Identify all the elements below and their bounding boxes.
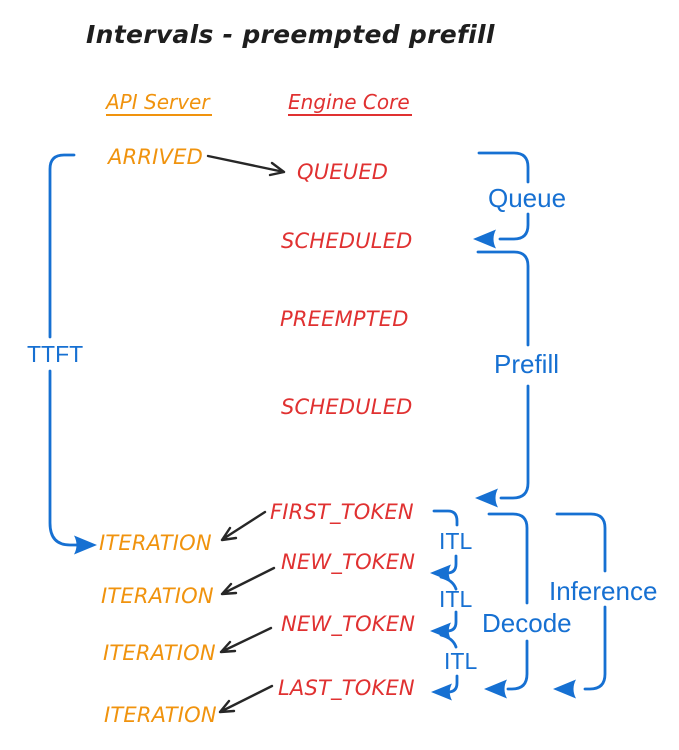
event-new-token-2: NEW_TOKEN xyxy=(281,612,416,636)
event-queued: QUEUED xyxy=(297,160,389,184)
inference-arrowhead xyxy=(553,679,576,699)
itl-label-2: ITL xyxy=(439,586,473,612)
decode-arrowhead xyxy=(484,679,507,699)
api-server-header: API Server xyxy=(106,90,212,116)
arrow-last-token-to-iteration-4 xyxy=(218,684,274,714)
decode-label: Decode xyxy=(482,608,572,638)
itl-label-1: ITL xyxy=(439,528,473,554)
inference-bracket xyxy=(555,512,607,691)
prefill-label: Prefill xyxy=(494,349,560,379)
queue-arrowhead xyxy=(473,229,496,249)
event-new-token-1: NEW_TOKEN xyxy=(281,550,416,574)
event-iteration-3: ITERATION xyxy=(103,641,216,665)
itl-label-3: ITL xyxy=(444,648,478,674)
itl-arrowhead-3 xyxy=(431,683,452,701)
event-preempted: PREEMPTED xyxy=(280,307,409,331)
ttft-label: TTFT xyxy=(27,341,84,367)
ttft-bracket xyxy=(48,153,79,547)
prefill-bracket xyxy=(476,250,530,500)
itl-connector-1 xyxy=(439,575,458,591)
decode-bracket xyxy=(487,512,529,691)
queue-bracket xyxy=(477,151,530,241)
event-scheduled-1: SCHEDULED xyxy=(281,229,413,253)
prefill-arrowhead xyxy=(475,488,498,508)
diagram-title: Intervals - preempted prefill xyxy=(86,20,495,49)
event-scheduled-2: SCHEDULED xyxy=(281,395,413,419)
arrow-new-token-2-to-iteration-3 xyxy=(219,626,273,654)
queue-label: Queue xyxy=(488,183,567,213)
event-last-token: LAST_TOKEN xyxy=(278,676,415,700)
arrow-arrived-to-queued xyxy=(206,154,286,177)
arrow-new-token-1-to-iteration-2 xyxy=(220,566,276,596)
event-iteration-2: ITERATION xyxy=(101,584,214,608)
engine-core-header: Engine Core xyxy=(288,90,412,116)
event-first-token: FIRST_TOKEN xyxy=(270,500,414,524)
ttft-arrowhead xyxy=(74,535,97,555)
event-iteration-4: ITERATION xyxy=(104,703,217,727)
event-arrived: ARRIVED xyxy=(108,145,203,169)
arrow-first-token-to-iteration-1 xyxy=(220,510,267,542)
inference-label: Inference xyxy=(549,576,658,606)
event-iteration-1: ITERATION xyxy=(99,531,212,555)
itl-connector-2 xyxy=(439,633,458,649)
